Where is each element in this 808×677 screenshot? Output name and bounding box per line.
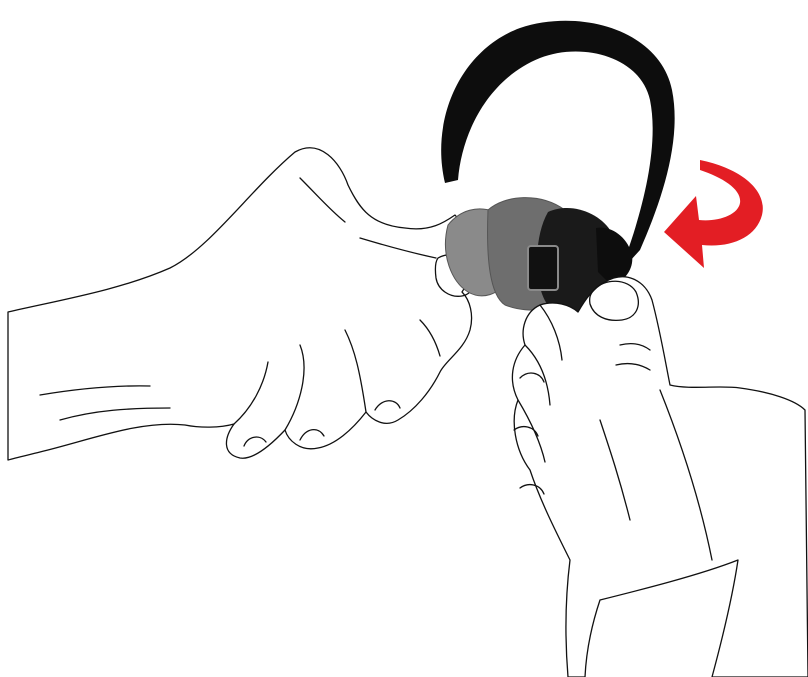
- right-hand: [512, 277, 808, 677]
- left-hand: [8, 148, 480, 460]
- rotation-arrow-body: [664, 160, 763, 268]
- curved-rotation-arrow-icon: [664, 160, 763, 268]
- earpiece-button: [528, 246, 558, 290]
